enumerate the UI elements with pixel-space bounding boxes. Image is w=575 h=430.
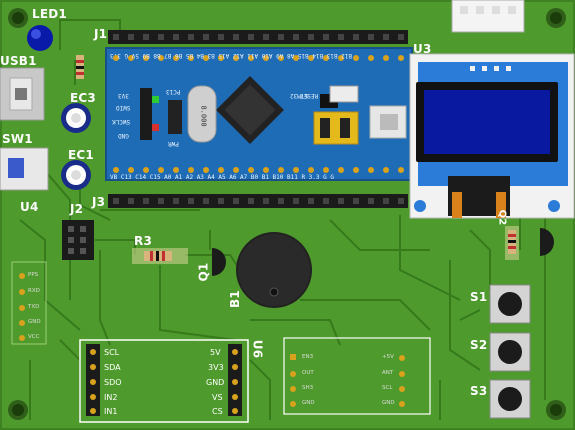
pushbutton-s3-icon — [489, 379, 531, 419]
led1-icon — [27, 25, 53, 51]
buzzer-b1-icon — [236, 232, 312, 308]
label-ec1: EC1 — [68, 148, 94, 162]
u6-left-in2: IN2 — [104, 393, 118, 402]
mod-right-5v: +5V — [382, 354, 394, 360]
capacitor-ec1-icon — [61, 160, 91, 190]
reset-button-icon — [329, 85, 359, 103]
resistor-led-icon — [76, 55, 84, 79]
stm32-chip-icon — [216, 76, 284, 144]
mod-left-en3: EN3 — [302, 354, 314, 360]
u6-left-scl: SCL — [104, 348, 120, 357]
switch-sw1-icon — [0, 147, 49, 191]
crystal-marking: 8.000 — [199, 105, 208, 127]
label-q1: Q1 — [196, 262, 211, 282]
header-j2 — [62, 220, 94, 260]
swd-swclk: SWCLK — [112, 118, 131, 125]
label-b1: B1 — [227, 290, 242, 308]
label-led1: LED1 — [32, 7, 67, 21]
swd-3v3: 3V3 — [118, 92, 129, 99]
transistor-q1-icon — [212, 248, 226, 276]
hdr-left-pps: PPS — [28, 272, 39, 278]
mounting-holes — [8, 8, 566, 420]
capacitor-ec3-icon — [61, 103, 91, 133]
stm32-bottom-pins: VB C13 C14 C15 A0 A1 A2 A3 A4 A5 A6 A7 B… — [110, 174, 334, 181]
label-r3: R3 — [134, 234, 152, 248]
hdr-left-txd: TXD — [28, 304, 40, 310]
reset-label: RESET — [300, 92, 319, 99]
u6-right-5v: 5V — [210, 348, 221, 357]
u6-left-in1: IN1 — [104, 407, 118, 416]
hdr-left-gnd: GND — [28, 319, 41, 325]
mod-right-ant: ANT — [382, 370, 394, 376]
oled-display-u3 — [409, 53, 575, 219]
label-s2: S2 — [470, 338, 488, 352]
label-j1: J1 — [94, 27, 108, 41]
crystal-icon — [187, 85, 217, 143]
hdr-left-vcc: VCC — [28, 334, 40, 340]
label-u4: U4 — [20, 200, 39, 214]
header-left-5pin — [11, 261, 47, 345]
pushbutton-s2-icon — [489, 332, 531, 372]
resistor-r3-icon — [132, 248, 188, 264]
header-j1 — [108, 30, 408, 44]
transistor-q2-icon — [540, 228, 554, 256]
label-u3: U3 — [413, 42, 432, 56]
mod-left-sh3: SH3 — [302, 385, 314, 391]
module-u6 — [79, 339, 249, 423]
pc13-label: PC13 — [166, 88, 181, 95]
u6-right-3v3: 3V3 — [208, 363, 224, 372]
label-j2: J2 — [70, 202, 84, 216]
pushbutton-s1-icon — [489, 284, 531, 324]
u6-right-cs: CS — [212, 407, 223, 416]
label-q2: Q2 — [496, 209, 508, 226]
connector-top-right-icon — [451, 0, 525, 33]
label-s3: S3 — [470, 384, 488, 398]
module-right-bottom — [283, 337, 431, 415]
label-s1: S1 — [470, 290, 488, 304]
header-j3 — [108, 194, 408, 208]
usb-connector-icon — [0, 67, 45, 121]
mod-left-out: OUT — [302, 370, 314, 376]
label-j3: J3 — [92, 195, 106, 209]
label-u6: U6 — [250, 339, 265, 359]
mod-right-scl: SCL — [382, 385, 393, 391]
pwr-label: PWR — [168, 140, 179, 147]
u6-left-sdo: SDO — [104, 378, 122, 387]
label-sw1: SW1 — [2, 132, 33, 146]
label-ec3: EC3 — [70, 91, 96, 105]
mod-left-gnd: GND — [302, 400, 315, 406]
u6-left-sda: SDA — [104, 363, 121, 372]
stm32-top-pins: B12 B13 B14 B15 A8 A9 A10 A11 A12 A15 B3… — [110, 52, 353, 59]
mod-right-gnd: GND — [382, 400, 395, 406]
u6-right-vs: VS — [212, 393, 223, 402]
u6-right-gnd: GND — [206, 378, 225, 387]
stm32-bluepill-board — [105, 47, 413, 181]
label-usb1: USB1 — [0, 54, 37, 68]
swd-gnd: GND — [118, 132, 129, 139]
resistor-q2-icon — [505, 226, 519, 260]
swd-swio: SWIO — [116, 104, 131, 111]
hdr-left-rxd: RXD — [28, 288, 40, 294]
